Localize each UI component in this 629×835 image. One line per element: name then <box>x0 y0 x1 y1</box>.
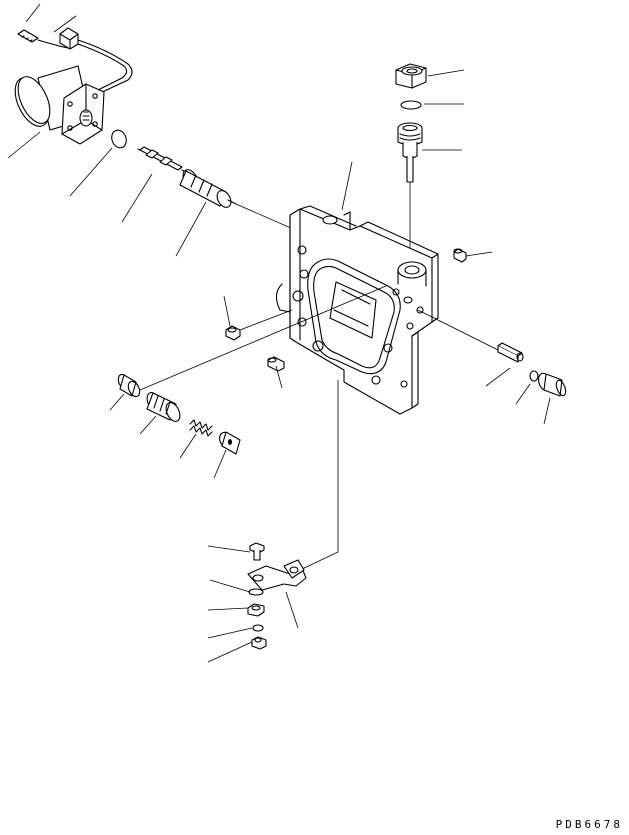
piston <box>144 390 182 423</box>
plug-end-left <box>116 373 142 399</box>
bolt <box>250 543 264 560</box>
plug-end-small <box>217 430 240 454</box>
plug-small <box>268 357 284 371</box>
cap-nut <box>396 64 426 88</box>
spring <box>190 420 212 436</box>
relief-plug <box>398 123 422 182</box>
sleeve <box>180 167 236 210</box>
o-ring-small <box>530 371 538 381</box>
nut-bottom <box>252 637 266 649</box>
o-ring <box>109 128 128 150</box>
bleed-screw <box>454 249 466 262</box>
bracket <box>248 560 306 590</box>
spool <box>138 147 186 172</box>
washer <box>401 101 421 109</box>
plug <box>226 326 240 340</box>
solenoid-connector <box>18 28 132 94</box>
pin <box>498 343 523 362</box>
solenoid <box>8 66 104 144</box>
plug-end <box>536 371 567 396</box>
nut <box>248 604 264 616</box>
callout-leaders <box>8 4 550 662</box>
washer-stack <box>249 589 263 595</box>
valve-body <box>276 206 438 414</box>
drawing-code: PDB6678 <box>555 818 623 831</box>
lock-washer <box>253 625 263 631</box>
